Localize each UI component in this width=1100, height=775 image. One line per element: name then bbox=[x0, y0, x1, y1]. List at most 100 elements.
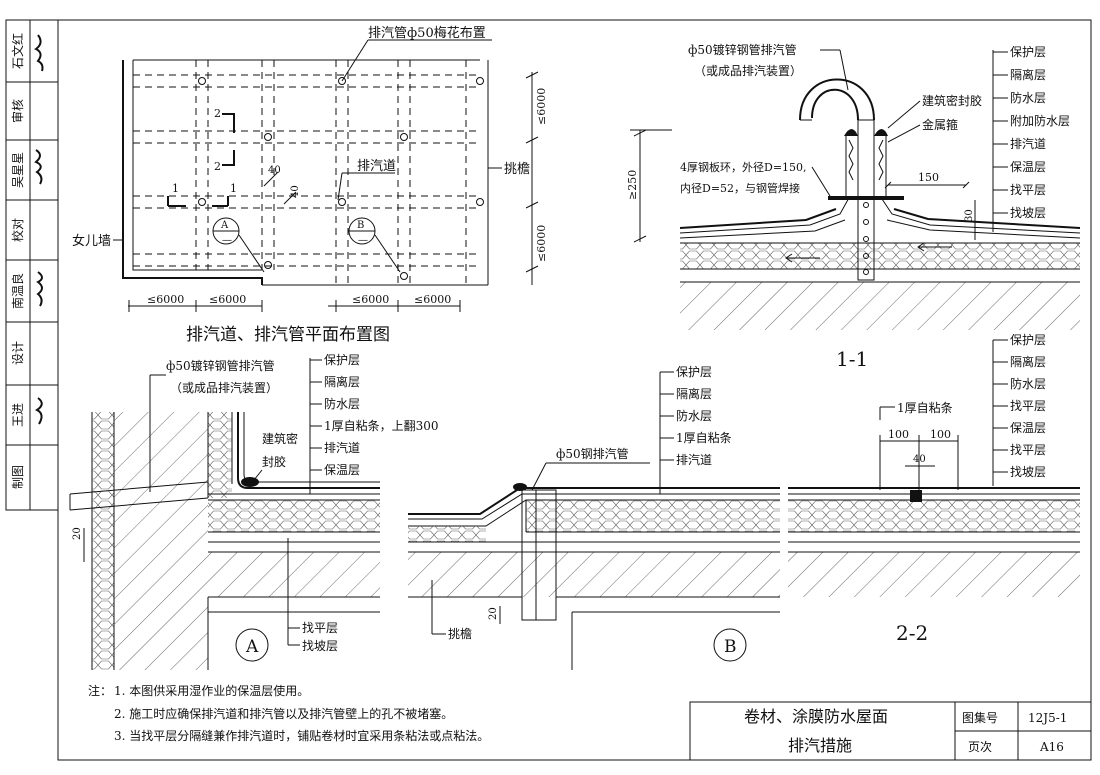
label-a-pipe-1: ф50镀锌钢管排汽管 bbox=[166, 358, 275, 373]
vent-pipe-marker bbox=[476, 77, 484, 85]
detail-b: 保护层 隔离层 防水层 1厚自粘条 排汽道 ф50钢排汽管 挑檐 20 B bbox=[408, 365, 780, 670]
section-mark-1a: 1 bbox=[172, 182, 179, 195]
detail-a-letter: A bbox=[220, 220, 229, 231]
detail-a-mark: A bbox=[245, 637, 259, 657]
dim-22-100b: 100 bbox=[930, 428, 951, 441]
note-1: 1. 本图供采用湿作业的保温层使用。 bbox=[114, 683, 309, 698]
layer-11-7: 找坡层 bbox=[1010, 206, 1046, 220]
signoff-shiwenhong: 石文红 bbox=[10, 33, 25, 69]
layer-b-1: 隔离层 bbox=[676, 386, 712, 401]
notes: 注： 1. 本图供采用湿作业的保温层使用。 2. 施工时应确保排汽道和排汽管以及… bbox=[88, 683, 489, 743]
signoff-strip: 石文红 审核 吴星星 校对 南温良 设计 王进 制图 bbox=[5, 19, 59, 511]
svg-text:—: — bbox=[358, 235, 368, 246]
layer-11-6: 找平层 bbox=[1010, 183, 1046, 197]
layer-b-3: 1厚自粘条 bbox=[676, 430, 732, 445]
label-11-pipe-2: （或成品排汽装置） bbox=[694, 63, 802, 78]
vent-pipe-marker bbox=[338, 77, 346, 85]
layer-22-4: 保温层 bbox=[1010, 421, 1046, 435]
vent-pipe-marker bbox=[338, 198, 346, 206]
signoff-nanwenliang: 南温良 bbox=[10, 273, 25, 309]
signoff-zhitu: 制图 bbox=[11, 465, 25, 489]
section-11-title: 1-1 bbox=[836, 347, 868, 371]
layer-11-0: 保护层 bbox=[1010, 45, 1046, 59]
label-11-ring-2: 内径D=52，与钢管焊接 bbox=[680, 181, 800, 195]
label-a-pipe-2: （或成品排汽装置） bbox=[170, 380, 278, 395]
signature-scribble bbox=[36, 271, 43, 307]
layer-11-1: 隔离层 bbox=[1010, 67, 1046, 82]
vent-pipe-marker bbox=[198, 77, 206, 85]
signature-scribble bbox=[35, 397, 43, 425]
layer-11-2: 防水层 bbox=[1010, 90, 1046, 105]
dim-6000-h2: ≤6000 bbox=[209, 293, 246, 306]
dim-22-100a: 100 bbox=[888, 428, 909, 441]
layer-22-2: 防水层 bbox=[1010, 376, 1046, 391]
title-line-2: 排汽措施 bbox=[788, 736, 852, 755]
plan-title: 排汽道、排汽管平面布置图 bbox=[186, 325, 390, 345]
vent-pipe-marker bbox=[264, 133, 272, 141]
dim-22-40: 40 bbox=[913, 454, 926, 465]
detail-a-circle bbox=[235, 628, 269, 662]
layer-a-0: 保护层 bbox=[324, 353, 360, 367]
signoff-shenhe: 审核 bbox=[10, 99, 25, 123]
detail-a-layer-labels: 保护层 隔离层 防水层 1厚自粘条，上翻300 排汽道 保温层 bbox=[324, 353, 439, 477]
layer-a-5: 保温层 bbox=[324, 463, 360, 477]
page-label: 页次 bbox=[968, 740, 992, 754]
detail-b-circle bbox=[713, 628, 747, 662]
label-eave-plan: 挑檐 bbox=[504, 162, 530, 177]
signature-scribble bbox=[34, 34, 44, 72]
title-block: 卷材、涂膜防水屋面 排汽措施 图集号 12J5-1 页次 A16 bbox=[689, 701, 1092, 761]
label-vent-pipe-plan: 排汽管ф50梅花布置 bbox=[368, 25, 486, 41]
label-parapet: 女儿墙 bbox=[72, 233, 111, 249]
signoff-wuxingxing: 吴星星 bbox=[11, 152, 25, 188]
layer-b-0: 保护层 bbox=[676, 365, 712, 379]
atlas-value: 12J5-1 bbox=[1028, 711, 1067, 725]
notes-prefix: 注： bbox=[88, 683, 112, 698]
layer-11-3: 附加防水层 bbox=[1010, 113, 1070, 128]
vent-pipe-marker bbox=[198, 198, 206, 206]
layer-a-bottom-1: 找坡层 bbox=[302, 639, 338, 653]
layer-11-4: 排汽道 bbox=[1010, 136, 1046, 151]
dim-11-150: 150 bbox=[918, 171, 939, 184]
detail-b-mark: B bbox=[724, 637, 737, 657]
label-11-pipe-1: ф50镀锌钢管排汽管 bbox=[688, 42, 797, 57]
section-22-layer-labels: 保护层 隔离层 防水层 找平层 保温层 找平层 找坡层 bbox=[1010, 333, 1046, 479]
note-3: 3. 当找平层分隔缝兼作排汽道时，铺贴卷材时宜采用条粘法或点粘法。 bbox=[114, 728, 489, 743]
detail-b-layer-labels: 保护层 隔离层 防水层 1厚自粘条 排汽道 bbox=[676, 365, 732, 467]
signoff-jiaodui: 校对 bbox=[10, 218, 25, 242]
label-11-sealant: 建筑密封胶 bbox=[922, 93, 982, 108]
layer-a-3: 1厚自粘条，上翻300 bbox=[324, 418, 439, 433]
vent-pipe-marker bbox=[476, 198, 484, 206]
dim-40-b: 40 bbox=[290, 185, 301, 198]
atlas-label: 图集号 bbox=[962, 710, 998, 725]
title-line-1: 卷材、涂膜防水屋面 bbox=[744, 707, 888, 726]
label-22-strip: 1厚自粘条 bbox=[897, 400, 953, 415]
label-a-sealant-2: 封胶 bbox=[262, 454, 286, 469]
layer-11-5: 保温层 bbox=[1010, 160, 1046, 174]
vent-pipe-marker bbox=[264, 261, 272, 269]
signature-scribble bbox=[34, 149, 43, 185]
dim-6000-h3: ≤6000 bbox=[352, 293, 389, 306]
layer-a-1: 隔离层 bbox=[324, 374, 360, 389]
layer-22-3: 找平层 bbox=[1010, 399, 1046, 413]
dim-a-20: 20 bbox=[72, 527, 83, 540]
layer-a-bottom-0: 找平层 bbox=[302, 621, 338, 635]
dim-6000-v2: ≤6000 bbox=[535, 225, 548, 262]
layer-a-2: 防水层 bbox=[324, 396, 360, 411]
dim-6000-h4: ≤6000 bbox=[414, 293, 451, 306]
dim-6000-h1: ≤6000 bbox=[147, 293, 184, 306]
layer-22-6: 找坡层 bbox=[1010, 465, 1046, 479]
label-11-ring-1: 4厚钢板环，外径D=150, bbox=[680, 160, 807, 174]
dim-11-250: ≥250 bbox=[626, 170, 639, 200]
dim-11-30: 30 bbox=[964, 209, 975, 222]
section-1-1: ф50镀锌钢管排汽管 （或成品排汽装置） 建筑密封胶 金属箍 4厚钢板环，外径D… bbox=[626, 42, 1081, 371]
section-22-title: 2-2 bbox=[896, 621, 928, 645]
dim-b-20: 20 bbox=[488, 607, 499, 620]
vent-pipe-marker bbox=[400, 133, 408, 141]
section-mark-2a: 2 bbox=[214, 107, 221, 120]
signoff-sheji: 设计 bbox=[11, 341, 25, 365]
label-b-eave: 挑檐 bbox=[448, 627, 472, 641]
label-11-hoop: 金属箍 bbox=[922, 117, 958, 132]
section-2-2: 100 100 40 1厚自粘条 保护层 隔离层 防水层 找平层 保温层 找平层… bbox=[788, 333, 1080, 645]
layer-22-0: 保护层 bbox=[1010, 333, 1046, 347]
